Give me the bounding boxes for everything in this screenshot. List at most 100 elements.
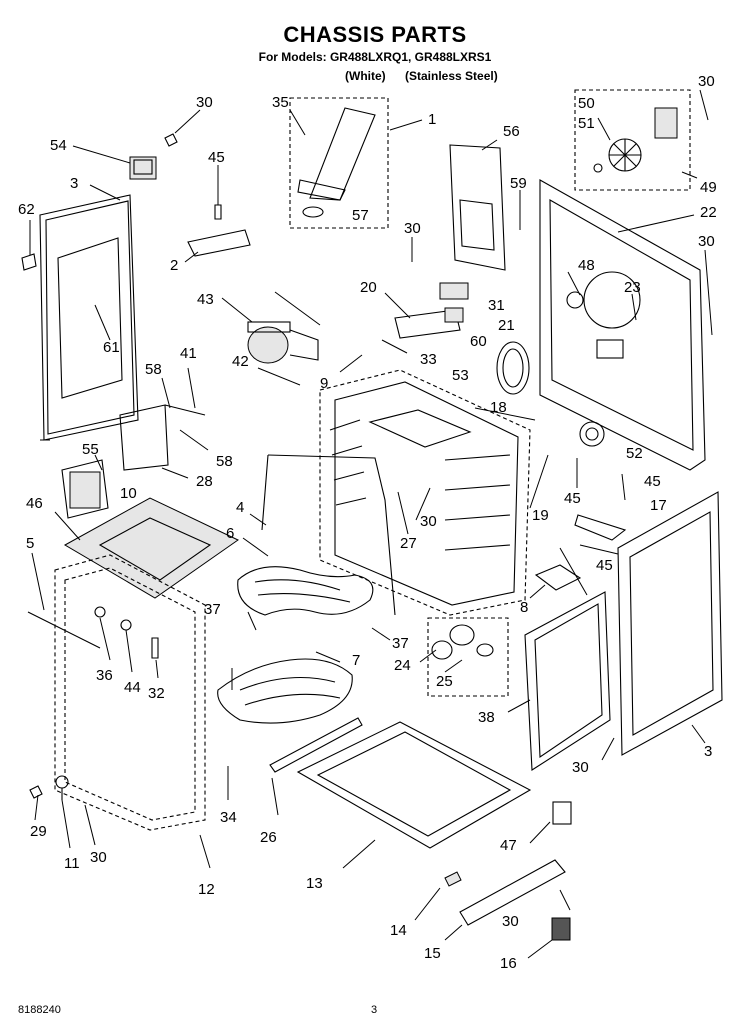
callout-30: 30 [196,94,213,111]
part-bracket-8 [529,564,582,599]
part-wire-4 [249,454,396,616]
part-cooktop-46 [54,497,239,599]
callout-12: 12 [198,881,215,898]
callout-6: 6 [226,525,234,542]
callout-30: 30 [698,233,715,250]
page-title: CHASSIS PARTS [283,22,467,47]
callout-34: 34 [220,809,237,826]
callout-9: 9 [320,375,328,392]
callout-52: 52 [626,445,643,462]
part-label-47 [529,801,572,844]
callout-2: 2 [170,257,178,274]
callout-7: 7 [352,652,360,669]
part-oven-cavity [319,369,536,616]
callout-45: 45 [644,473,661,490]
part-door-right-3 [574,491,723,756]
callout-21: 21 [498,317,515,334]
part-clip-62 [21,220,37,271]
callout-45: 45 [208,149,225,166]
part-bracket-28 [161,467,189,479]
part-fan-52 [579,421,605,447]
callout-4: 4 [236,499,244,516]
callout-33: 33 [420,351,437,368]
part-leveler-11 [29,775,69,800]
callout-37: 37 [204,601,221,618]
callout-3: 3 [704,743,712,760]
part-transformer-54 [72,133,178,180]
part-knobs-24-25 [427,617,509,697]
callout-24: 24 [394,657,411,674]
callout-36: 36 [96,667,113,684]
callout-51: 51 [578,115,595,132]
callout-20: 20 [360,279,377,296]
callout-19: 19 [532,507,549,524]
callout-50: 50 [578,95,595,112]
part-panel-56 [449,139,506,271]
part-motor-43 [221,297,319,386]
callout-23: 23 [624,279,641,296]
callout-41: 41 [180,345,197,362]
callout-27: 27 [400,535,417,552]
callout-45: 45 [596,557,613,574]
part-bake-element-6 [237,537,374,616]
callout-48: 48 [578,257,595,274]
callout-3: 3 [70,175,78,192]
callout-30: 30 [404,220,421,237]
callout-43: 43 [197,291,214,308]
part-gasket-53 [496,341,530,395]
callout-38: 38 [478,709,495,726]
doc-number: 8188240 [18,1004,61,1016]
variant-white-label: (White) [345,69,386,83]
callout-60: 60 [470,333,487,350]
callout-26: 26 [260,829,277,846]
part-bracket-41 [119,367,206,471]
callout-61: 61 [103,339,120,356]
callout-1: 1 [428,111,436,128]
callout-37: 37 [392,635,409,652]
part-fan-assembly-49 [574,89,698,191]
callout-35: 35 [272,94,289,111]
part-door-left-3 [39,184,139,441]
callout-8: 8 [520,599,528,616]
callout-56: 56 [503,123,520,140]
callout-22: 22 [700,204,717,221]
callout-18: 18 [490,399,507,416]
callout-58: 58 [145,361,162,378]
callout-42: 42 [232,353,249,370]
variant-stainless-label: (Stainless Steel) [405,69,498,83]
callout-17: 17 [650,497,667,514]
callout-32: 32 [148,685,165,702]
callout-13: 13 [306,875,323,892]
callout-57: 57 [352,207,369,224]
callout-49: 49 [700,179,717,196]
callout-labels: 30 35 1 56 30 50 51 54 45 3 62 2 57 59 4… [18,73,717,972]
part-side-panel-12 [27,552,211,869]
callout-10: 10 [120,485,137,502]
callout-62: 62 [18,201,35,218]
part-back-panel-22 [539,179,706,471]
callout-30: 30 [698,73,715,90]
callout-14: 14 [390,922,407,939]
callout-44: 44 [124,679,141,696]
part-bracket-1 [289,97,423,229]
part-rail-26 [269,717,363,816]
callout-11: 11 [64,855,80,872]
callout-15: 15 [424,945,441,962]
part-control-board-10 [61,454,109,519]
callout-58: 58 [216,453,233,470]
callout-25: 25 [436,673,453,690]
page-number: 3 [371,1004,378,1016]
callout-45: 45 [564,490,581,507]
part-drawer-13 [296,721,532,869]
callout-54: 54 [50,137,67,154]
callout-30: 30 [420,513,437,530]
callout-16: 16 [500,955,517,972]
callout-28: 28 [196,473,213,490]
models-subtitle: For Models: GR488LXRQ1, GR488LXRS1 [258,50,492,64]
part-bottom-trim-15 [414,859,571,959]
callout-30: 30 [502,913,519,930]
callout-53: 53 [452,367,469,384]
part-bracket-2 [184,204,251,263]
callout-30: 30 [90,849,107,866]
